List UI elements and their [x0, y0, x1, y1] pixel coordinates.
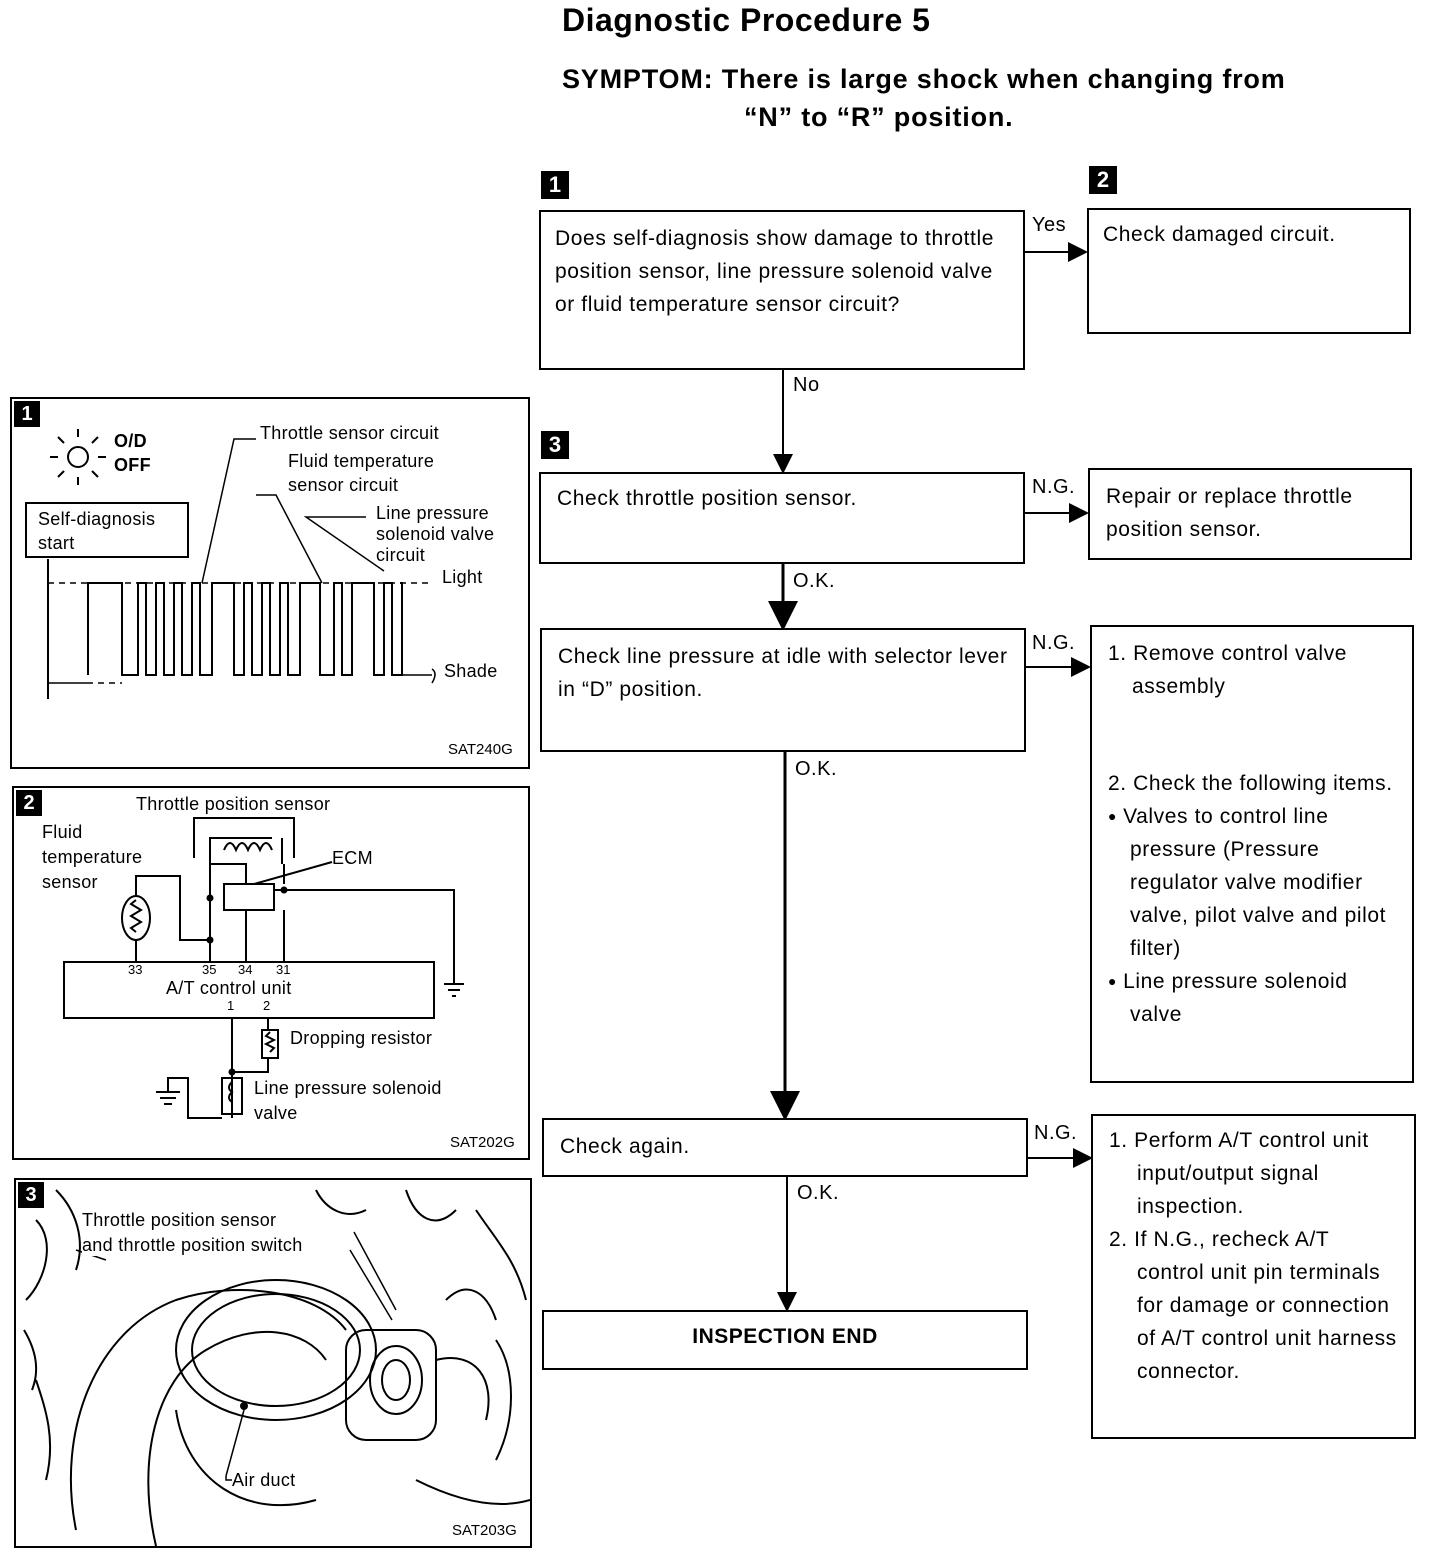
pin-31: 31 — [276, 962, 291, 977]
ng-label-3: N.G. — [1034, 1122, 1078, 1144]
yes-label: Yes — [1032, 214, 1067, 236]
pin-34: 34 — [238, 962, 253, 977]
step-number-2: 2 — [1089, 166, 1117, 194]
list-item: 1. Perform A/T control unit input/output… — [1109, 1129, 1369, 1218]
pin-33: 33 — [128, 962, 143, 977]
panel-wiring-diagram: 2 Throttle position sensor Fluid tempera… — [12, 786, 530, 1160]
shade-label: Shade — [444, 661, 498, 681]
list-item: Line pressure solenoid valve — [1108, 965, 1396, 1031]
remove-control-valve-list: 1. Remove control valve assembly 2. Chec… — [1108, 637, 1396, 1031]
ng-label-2: N.G. — [1032, 632, 1076, 654]
tps-switch-label-1: Throttle position sensor — [82, 1210, 277, 1231]
check-damaged-circuit-box: Check damaged circuit. — [1087, 208, 1411, 334]
panel-2-number: 2 — [16, 790, 42, 816]
engine-bay-illustration — [23, 1189, 530, 1546]
ok-label-2: O.K. — [795, 758, 838, 780]
pin-2: 2 — [263, 998, 271, 1013]
check-again-box: Check again. — [542, 1118, 1028, 1177]
page-title: Diagnostic Procedure 5 — [562, 2, 931, 38]
light-label: Light — [442, 567, 483, 587]
check-line-pressure-box: Check line pressure at idle with selecto… — [540, 628, 1026, 752]
air-duct-label: Air duct — [232, 1470, 296, 1491]
line-circuit-label: Line pressure solenoid valve circuit — [376, 503, 495, 565]
self-diagnosis-start-label: Self-diagnosis start — [38, 509, 156, 553]
fluid-temp-sensor-label: Fluid temperature sensor — [42, 822, 143, 892]
ok-label-1: O.K. — [793, 570, 836, 592]
bullet-icon — [1108, 970, 1123, 993]
ecm-label: ECM — [332, 848, 373, 868]
od-off-light-icon — [50, 429, 106, 485]
bullet-icon — [1108, 805, 1123, 828]
inspection-end-box: INSPECTION END — [542, 1310, 1028, 1370]
symptom-line-1: SYMPTOM: There is large shock when chang… — [562, 64, 1286, 94]
symptom-heading: SYMPTOM: There is large shock when chang… — [562, 60, 1286, 136]
question-box: Does self-diagnosis show damage to throt… — [539, 210, 1025, 370]
figure-code: SAT202G — [450, 1134, 515, 1151]
tps-label: Throttle position sensor — [136, 794, 331, 814]
pin-35: 35 — [202, 962, 217, 977]
check-throttle-box: Check throttle position sensor. — [539, 472, 1025, 564]
panel-1-number: 1 — [14, 401, 40, 427]
list-item: 2. Check the following items. — [1108, 772, 1393, 795]
fluid-circuit-label-2: sensor circuit — [288, 475, 399, 495]
pin-1: 1 — [227, 998, 235, 1013]
no-label: No — [793, 374, 820, 396]
list-item: Valves to control line pressure (Pressur… — [1108, 800, 1396, 965]
step-number-1: 1 — [541, 171, 569, 199]
step-number-3: 3 — [541, 431, 569, 459]
perform-inspection-list: 1. Perform A/T control unit input/output… — [1109, 1124, 1398, 1388]
solenoid-label: Line pressure solenoid valve — [254, 1078, 442, 1123]
ng-label-1: N.G. — [1032, 476, 1076, 498]
symptom-line-2: “N” to “R” position. — [744, 102, 1014, 132]
od-label: O/D — [114, 431, 147, 451]
wiring-schematic — [63, 817, 464, 1119]
remove-control-valve-box: 1. Remove control valve assembly 2. Chec… — [1090, 625, 1414, 1083]
list-item: 1. Remove control valve assembly — [1108, 642, 1348, 698]
figure-code: SAT203G — [452, 1522, 517, 1539]
fluid-circuit-label-1: Fluid temperature — [288, 451, 435, 471]
repair-throttle-box: Repair or replace throttle position sens… — [1088, 468, 1412, 560]
ok-label-3: O.K. — [797, 1182, 840, 1204]
panel-self-diagnosis: 1 O/D OFF Throttle sensor circuit Fluid … — [10, 397, 530, 769]
off-label: OFF — [114, 455, 151, 475]
list-item: 2. If N.G., recheck A/T control unit pin… — [1109, 1228, 1397, 1383]
at-control-unit-label: A/T control unit — [166, 978, 292, 998]
panel-3-number: 3 — [18, 1182, 44, 1208]
figure-code: SAT240G — [448, 741, 513, 758]
dropping-resistor-label: Dropping resistor — [290, 1028, 433, 1048]
perform-inspection-box: 1. Perform A/T control unit input/output… — [1091, 1114, 1416, 1439]
panel-engine-illustration: 3 Throttle position sensor and throttle … — [14, 1178, 532, 1548]
throttle-circuit-label: Throttle sensor circuit — [260, 423, 439, 443]
tps-switch-label-2: and throttle position switch — [82, 1235, 303, 1256]
self-diagnosis-chart — [25, 429, 436, 699]
